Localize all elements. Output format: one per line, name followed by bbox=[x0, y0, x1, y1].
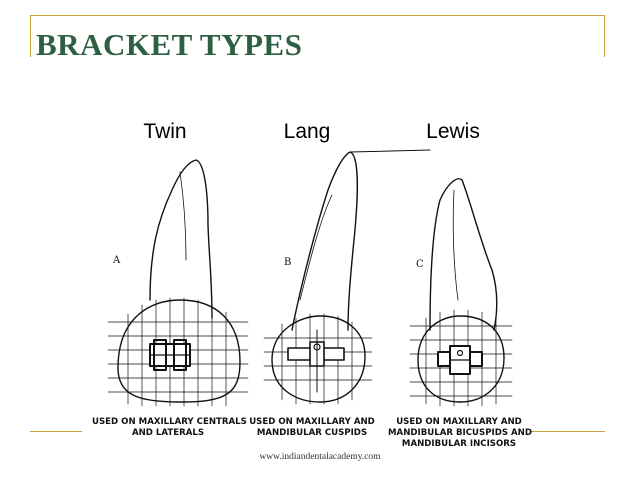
bottom-rule-right bbox=[530, 431, 605, 432]
figure-letter-b: B bbox=[284, 257, 292, 268]
caption-lang-line2: MANDIBULAR CUSPIDS bbox=[256, 428, 368, 438]
caption-lewis-line2: MANDIBULAR BICUSPIDS AND bbox=[388, 428, 532, 438]
top-rule bbox=[30, 15, 605, 16]
caption-lewis-line1: USED ON MAXILLARY AND bbox=[396, 417, 522, 427]
label-lang: Lang bbox=[283, 120, 331, 143]
caption-lang: USED ON MAXILLARY AND MANDIBULAR CUSPIDS bbox=[248, 417, 376, 439]
footer-url: www.indiandentalacademy.com bbox=[259, 452, 381, 462]
label-twin: Twin bbox=[143, 120, 187, 143]
caption-lewis-line3: MANDIBULAR INCISORS bbox=[401, 439, 517, 449]
bottom-rule-left bbox=[30, 431, 82, 432]
tooth-a-figure bbox=[107, 159, 249, 407]
left-tick bbox=[30, 15, 31, 57]
right-tick bbox=[604, 15, 605, 57]
caption-twin-line2: AND LATERALS bbox=[131, 428, 205, 438]
tooth-b-figure bbox=[263, 149, 431, 405]
caption-twin: USED ON MAXILLARY CENTRALS AND LATERALS bbox=[92, 417, 247, 439]
caption-twin-line1: USED ON MAXILLARY CENTRALS bbox=[92, 417, 247, 427]
figure-letter-c: C bbox=[416, 259, 424, 270]
tooth-c-figure bbox=[409, 178, 513, 407]
slide-title: BRACKET TYPES bbox=[36, 27, 303, 62]
caption-lang-line1: USED ON MAXILLARY AND bbox=[249, 417, 375, 427]
caption-lewis: USED ON MAXILLARY AND MANDIBULAR BICUSPI… bbox=[388, 417, 532, 450]
figure-letter-a: A bbox=[113, 255, 121, 266]
label-lewis: Lewis bbox=[426, 120, 480, 143]
